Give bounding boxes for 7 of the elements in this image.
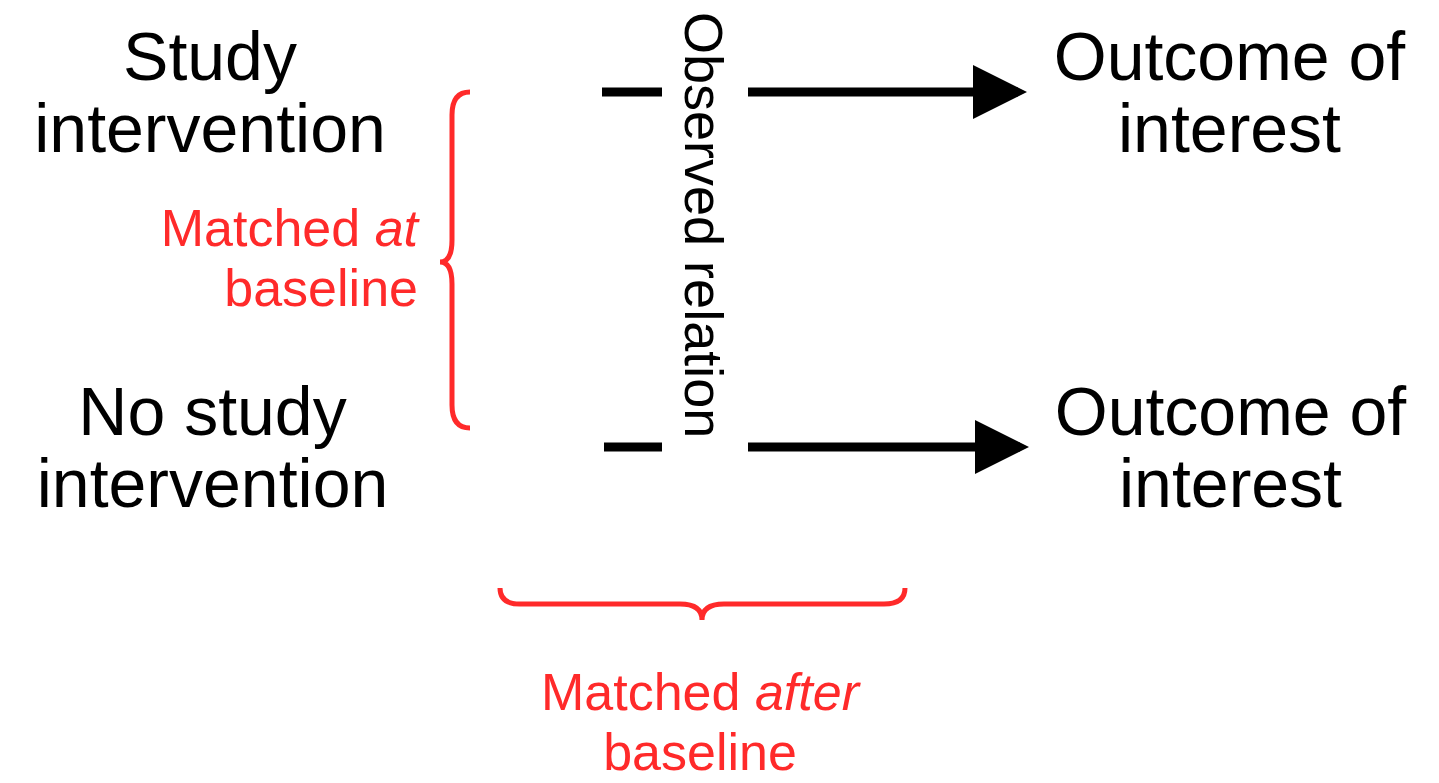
bracket-label: Matched at baseline: [159, 198, 418, 318]
outcome-label: Outcome of interest: [1053, 375, 1408, 523]
intervention-label: No study intervention: [35, 375, 390, 523]
outcome-label: Outcome of interest: [1052, 20, 1407, 168]
bracket-label: Matched after baseline: [540, 662, 862, 782]
vertical-label: Observed relation: [673, 12, 735, 441]
intervention-label: Study intervention: [33, 20, 387, 168]
